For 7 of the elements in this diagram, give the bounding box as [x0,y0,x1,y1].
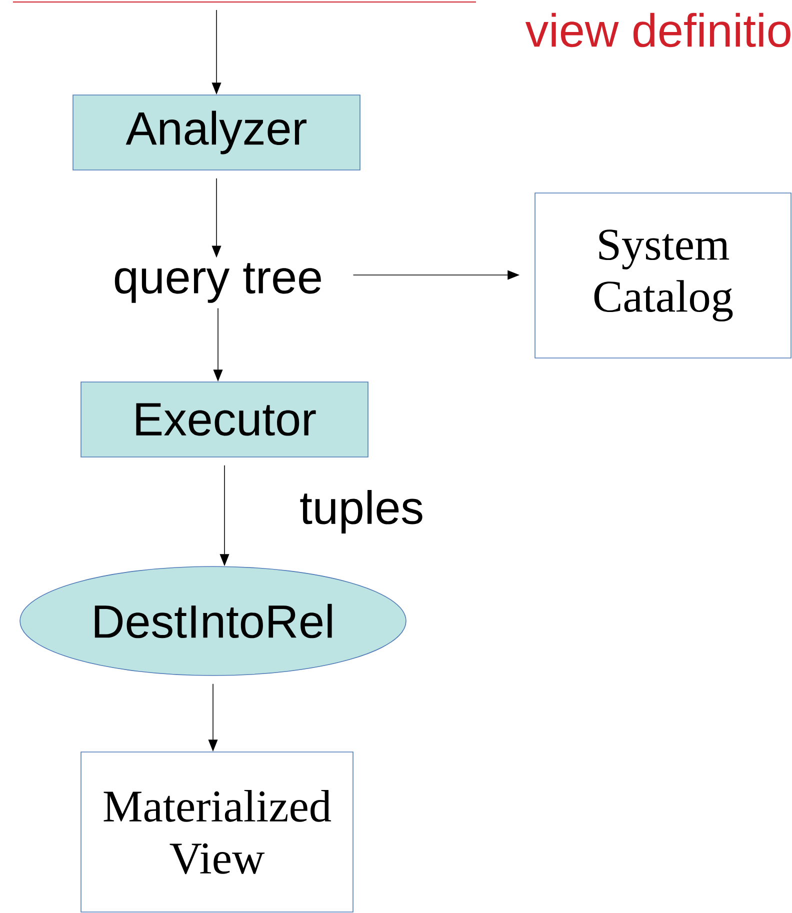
process-box: Executor [80,382,368,458]
output-box: Materialized View [80,752,354,912]
edge-label: tuples [296,487,427,536]
catalog-box: System Catalog [534,192,792,358]
note-text: view definitio [525,12,790,48]
process-box: Analyzer [72,94,360,170]
data-label: query tree [114,263,321,303]
